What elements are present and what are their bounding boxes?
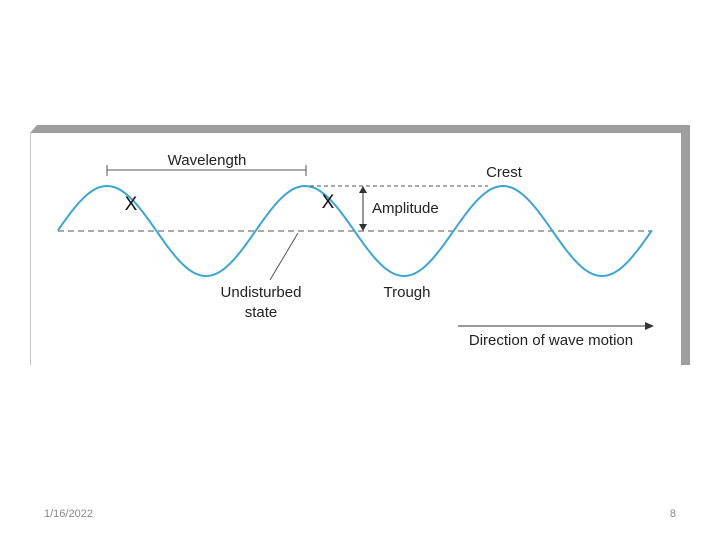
frame-panel — [30, 133, 681, 365]
wavelength-label: Wavelength — [168, 152, 247, 169]
undisturbed-label-line2: state — [245, 304, 278, 321]
amplitude-arrowhead-up — [359, 186, 367, 193]
footer-page-number: 8 — [669, 508, 676, 520]
direction-label: Direction of wave motion — [469, 332, 633, 349]
crest-label: Crest — [486, 164, 523, 181]
trough-label: Trough — [384, 284, 431, 301]
amplitude-label: Amplitude — [372, 200, 439, 217]
marker-x-2: X — [322, 192, 335, 213]
marker-x-1: X — [125, 194, 138, 215]
footer-date: 1/16/2022 — [44, 508, 93, 520]
undisturbed-label-line1: Undisturbed — [221, 284, 302, 301]
amplitude-arrowhead-down — [359, 224, 367, 231]
undisturbed-leader — [269, 232, 299, 281]
wave-curve — [57, 185, 653, 278]
direction-arrowhead — [645, 322, 654, 330]
